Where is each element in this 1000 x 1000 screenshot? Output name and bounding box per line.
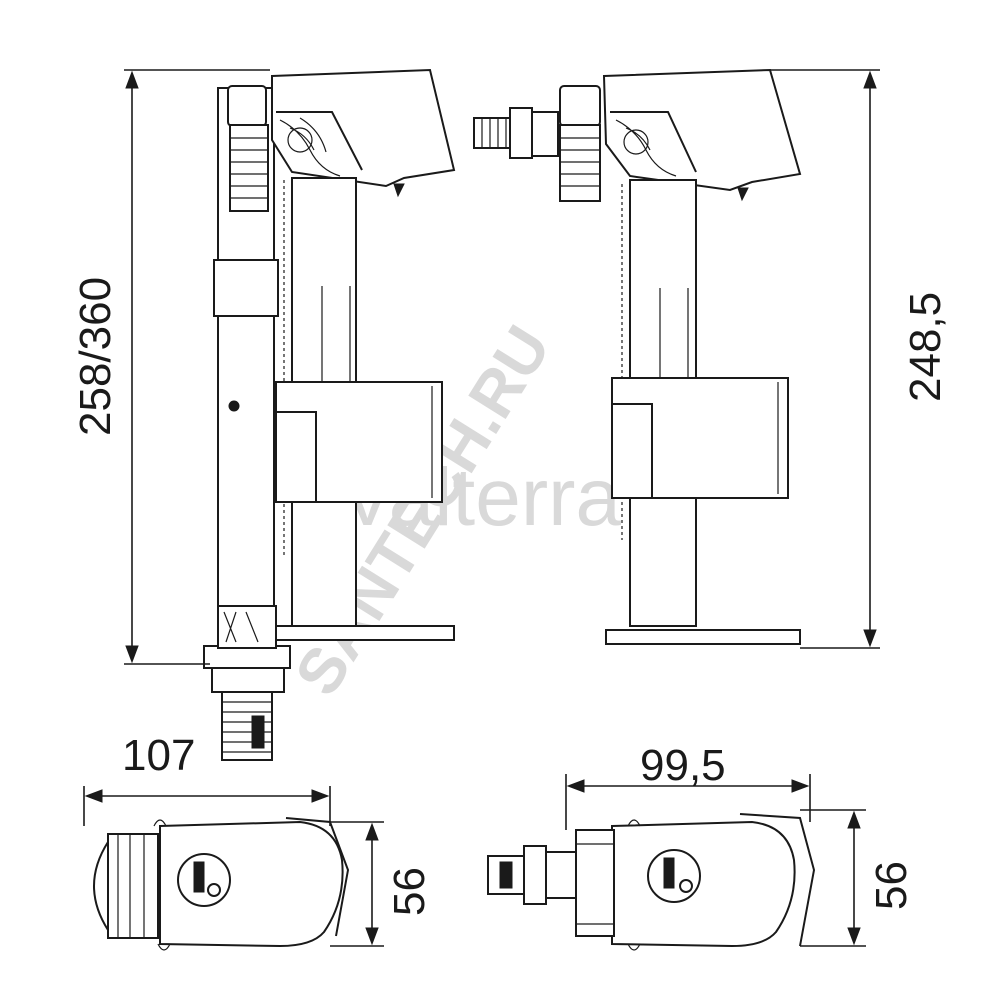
riser-collar [213, 259, 279, 317]
top-knob-left [177, 853, 231, 907]
dim-label-56-right: 56 [867, 861, 916, 910]
base-plate [275, 625, 455, 641]
dimension-height-left: 258/360 [71, 69, 270, 665]
top-knob-right [647, 849, 701, 903]
side-view-bottom-inlet [203, 68, 456, 761]
dimension-depth-left: 56 [330, 821, 434, 947]
side-view-side-inlet [473, 68, 802, 645]
riser-cap [227, 85, 267, 127]
dim-label-99-5: 99,5 [640, 741, 726, 790]
top-view-bottom-inlet [93, 817, 350, 951]
side-base-plate [605, 629, 801, 645]
top-riser-right [575, 829, 615, 937]
dimension-depth-right: 56 [800, 809, 916, 947]
dim-label-258-360: 258/360 [71, 277, 120, 436]
top-view-side-inlet [487, 813, 816, 951]
top-inlet-left [107, 833, 159, 939]
inlet-nut [203, 645, 291, 669]
dim-label-56-left: 56 [385, 867, 434, 916]
dimension-width-99-5: 99,5 [565, 741, 811, 830]
top-body-right [611, 820, 796, 948]
riser-adjuster [229, 124, 269, 212]
side-riser-cap [559, 85, 601, 127]
dimension-height-right: 248,5 [770, 69, 950, 649]
valve-head [271, 68, 456, 188]
dimension-width-107: 107 [83, 731, 331, 826]
inlet-thread [221, 691, 273, 761]
dim-label-107: 107 [122, 731, 195, 780]
riser-mark [228, 400, 240, 412]
dim-label-248-5: 248,5 [901, 292, 950, 402]
side-riser-adjuster [559, 124, 601, 202]
top-body-left [159, 820, 344, 948]
